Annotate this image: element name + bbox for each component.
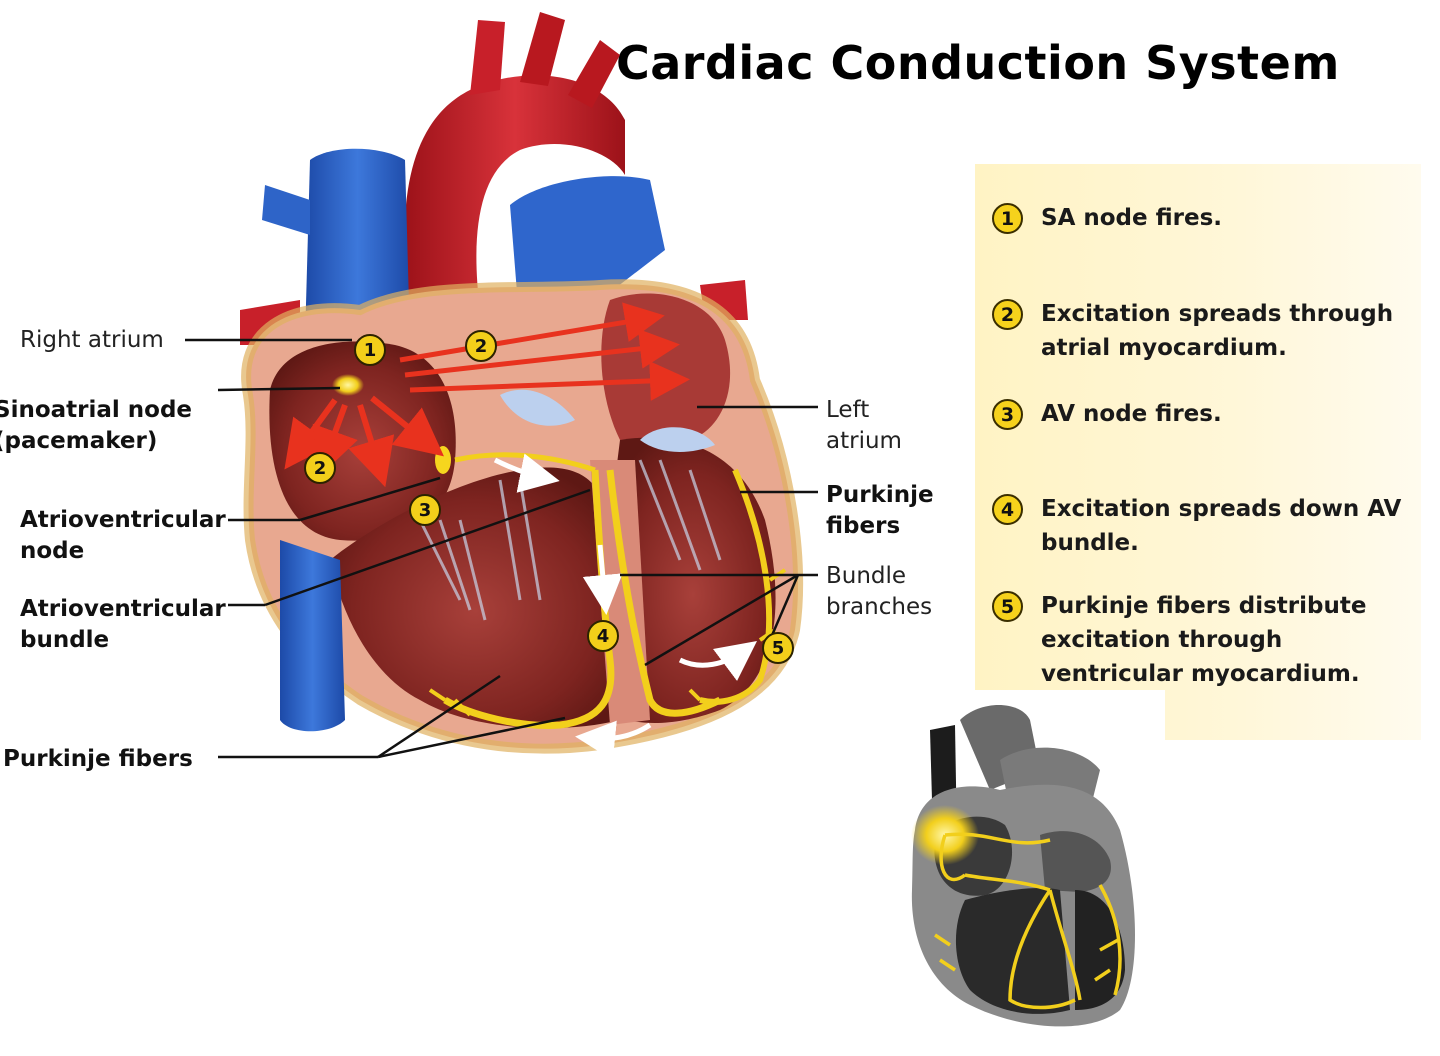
step-badge: 3 bbox=[992, 399, 1023, 430]
step-4: 4 Excitation spreads down AV bundle. bbox=[992, 492, 1432, 560]
step-2: 2 Excitation spreads through atrial myoc… bbox=[992, 297, 1432, 365]
label-av-bundle: Atrioventricular bundle bbox=[20, 596, 226, 653]
steps-panel bbox=[975, 164, 1421, 740]
step-badge: 2 bbox=[992, 299, 1023, 330]
step-3: 3 AV node fires. bbox=[992, 397, 1432, 431]
step-text: SA node fires. bbox=[1041, 205, 1223, 231]
step-text: AV node fires. bbox=[1041, 401, 1222, 427]
step-5: 5 Purkinje fibers distribute excitation … bbox=[992, 589, 1432, 691]
step-badge: 1 bbox=[992, 203, 1023, 234]
label-sa-node: Sinoatrial node (pacemaker) bbox=[0, 397, 193, 454]
sa-node bbox=[332, 374, 364, 396]
marker-2-right-atrium: 2 bbox=[304, 452, 336, 484]
label-bundle-branches: Bundle branches bbox=[826, 563, 933, 620]
label-right-atrium: Right atrium bbox=[20, 327, 164, 353]
label-purkinje-bottom: Purkinje fibers bbox=[3, 746, 193, 772]
step-1: 1 SA node fires. bbox=[992, 201, 1432, 235]
step-badge: 4 bbox=[992, 494, 1023, 525]
step-badge: 5 bbox=[992, 591, 1023, 622]
step-text: Excitation spreads through atrial myocar… bbox=[1041, 301, 1394, 361]
leader-lines bbox=[185, 338, 818, 759]
label-av-node: Atrioventricular node bbox=[20, 507, 226, 564]
marker-5: 5 bbox=[762, 632, 794, 664]
marker-2-atrial: 2 bbox=[465, 330, 497, 362]
step-text: Excitation spreads down AV bundle. bbox=[1041, 496, 1402, 556]
label-left-atrium: Left atrium bbox=[826, 397, 902, 454]
marker-4: 4 bbox=[587, 620, 619, 652]
marker-3: 3 bbox=[409, 494, 441, 526]
marker-1: 1 bbox=[354, 334, 386, 366]
step-text: Purkinje fibers distribute excitation th… bbox=[1041, 593, 1367, 687]
label-purkinje-right: Purkinje fibers bbox=[826, 482, 934, 539]
page-title: Cardiac Conduction System bbox=[616, 36, 1340, 90]
